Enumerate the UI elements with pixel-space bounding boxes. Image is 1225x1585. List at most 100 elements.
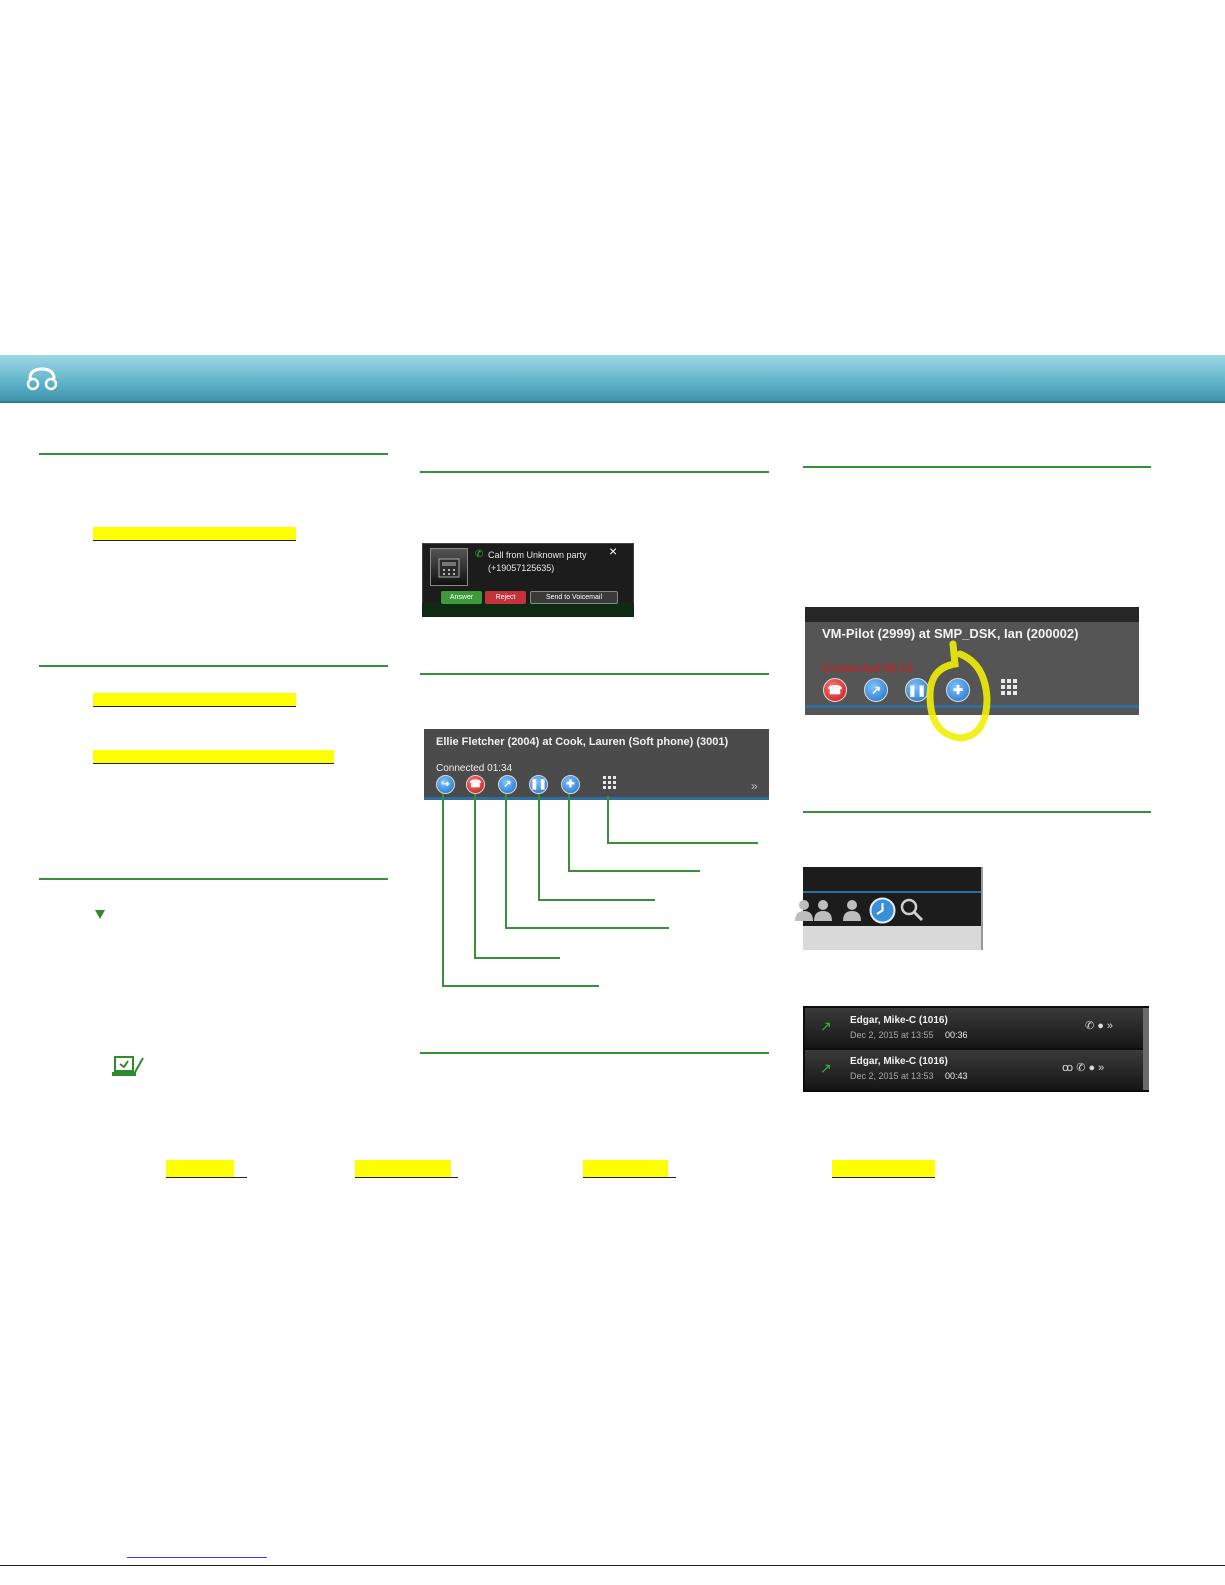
history-more-icon[interactable]: »	[1098, 1062, 1108, 1074]
transfer-button[interactable]: ↪	[436, 775, 455, 794]
section-rule	[39, 665, 388, 667]
section-rule	[803, 466, 1151, 468]
expand-triangle-icon[interactable]	[95, 910, 105, 919]
history-name: Edgar, Mike-C (1016)	[850, 1015, 948, 1026]
section-header-banner	[0, 355, 1225, 403]
highlighted-link[interactable]	[93, 750, 334, 764]
conference-button[interactable]: ✚	[561, 775, 580, 794]
history-duration: 00:43	[945, 1071, 968, 1081]
hold-icon: ❚❚	[907, 684, 927, 697]
callout-line	[474, 957, 560, 959]
clock-icon[interactable]	[869, 897, 896, 924]
dialpad-icon[interactable]	[603, 776, 616, 789]
callout-line	[568, 794, 570, 871]
answer-button[interactable]: Answer	[441, 591, 482, 604]
footer-link-highlight[interactable]	[355, 1160, 451, 1178]
section-rule	[420, 1052, 769, 1054]
transfer-icon: ↪	[441, 779, 450, 790]
footer-link-highlight[interactable]	[166, 1160, 234, 1178]
call-panel-bar	[424, 797, 769, 800]
voicemail-icon[interactable]: ꝏ	[1062, 1062, 1077, 1074]
call-panel-status: Connected 01:34	[436, 763, 513, 774]
annotation-circle-icon	[926, 640, 991, 742]
hold-icon: ❚❚	[530, 779, 547, 790]
hang-up-icon: ☎	[827, 683, 843, 697]
search-icon[interactable]	[899, 897, 925, 923]
consult-icon: ↗	[503, 779, 512, 790]
popup-close-icon[interactable]: ×	[609, 543, 618, 559]
footer-link-highlight[interactable]	[832, 1160, 935, 1178]
callout-line	[505, 794, 507, 928]
consult-icon: ↗	[870, 683, 882, 697]
callout-line	[538, 794, 540, 900]
toolbar-bottom	[803, 926, 981, 950]
page-bottom-rule	[0, 1565, 1225, 1566]
hold-button[interactable]: ❚❚	[905, 678, 929, 702]
hang-up-button[interactable]: ☎	[466, 775, 485, 794]
outgoing-call-icon: ↗	[820, 1060, 832, 1076]
toolbar-divider	[803, 891, 981, 893]
voicemail-icon	[26, 367, 58, 391]
vm-panel-bar	[805, 705, 1139, 708]
send-to-voicemail-button[interactable]: Send to Voicemail	[530, 591, 618, 604]
phone-icon[interactable]: ✆	[1085, 1020, 1098, 1032]
call-panel-title: Ellie Fletcher (2004) at Cook, Lauren (S…	[436, 736, 729, 748]
footer-link-underline	[668, 1177, 676, 1178]
history-date: Dec 2, 2015 at 13:53	[850, 1071, 934, 1081]
reject-button[interactable]: Reject	[485, 591, 526, 604]
popup-number: (+19057125635)	[488, 563, 555, 573]
section-rule	[39, 878, 388, 880]
history-actions: ꝏ✆●»	[1062, 1061, 1107, 1074]
history-more-icon[interactable]: »	[1106, 1020, 1116, 1032]
person-icon[interactable]	[795, 899, 813, 921]
hang-up-button[interactable]: ☎	[823, 678, 847, 702]
callout-line	[442, 985, 599, 987]
footer-link-underline[interactable]	[127, 1557, 267, 1558]
history-actions: ✆●»	[1085, 1019, 1116, 1032]
popup-caller: Call from Unknown party	[488, 550, 587, 560]
panel-more-icon[interactable]: »	[751, 779, 758, 793]
conference-icon: ✚	[952, 683, 964, 697]
footer-link-highlight[interactable]	[583, 1160, 668, 1178]
consult-button[interactable]: ↗	[498, 775, 517, 794]
callout-line	[568, 870, 700, 872]
footer-link-underline	[234, 1177, 247, 1178]
hang-up-icon: ☎	[469, 779, 482, 790]
section-rule	[39, 453, 388, 455]
popup-footer-strip	[422, 603, 634, 617]
vm-panel-top-strip	[805, 607, 1139, 622]
history-row[interactable]	[805, 1050, 1148, 1090]
hold-button[interactable]: ❚❚	[529, 775, 548, 794]
consult-button[interactable]: ↗	[864, 678, 888, 702]
history-scrollbar[interactable]	[1143, 1008, 1149, 1090]
person-icon[interactable]	[843, 899, 861, 921]
highlighted-link[interactable]	[93, 693, 296, 707]
phone-icon: ✆	[475, 549, 484, 560]
person-icon[interactable]	[814, 899, 832, 921]
footer-link-underline	[451, 1177, 458, 1178]
callout-line	[607, 842, 758, 844]
chat-icon[interactable]: ●	[1088, 1062, 1099, 1074]
history-row[interactable]	[805, 1008, 1148, 1048]
section-rule	[420, 673, 769, 675]
highlighted-link[interactable]	[93, 527, 296, 541]
section-rule	[420, 471, 769, 473]
vm-panel-title: VM-Pilot (2999) at SMP_DSK, Ian (200002)	[822, 626, 1079, 641]
callout-line	[505, 927, 669, 929]
callout-line	[538, 899, 655, 901]
vm-panel-status: Connected 00:12	[822, 661, 914, 675]
desk-phone-icon	[430, 548, 468, 586]
outgoing-call-icon: ↗	[820, 1018, 832, 1034]
history-duration: 00:36	[945, 1030, 968, 1040]
computer-check-icon	[112, 1056, 144, 1076]
callout-line	[442, 794, 444, 986]
phone-icon[interactable]: ✆	[1076, 1062, 1089, 1074]
conference-button[interactable]: ✚	[946, 678, 970, 702]
dialpad-icon[interactable]	[1001, 679, 1017, 695]
section-rule	[803, 811, 1151, 813]
history-name: Edgar, Mike-C (1016)	[850, 1056, 948, 1067]
conference-icon: ✚	[566, 779, 575, 790]
callout-line	[607, 796, 609, 843]
callout-line	[474, 794, 476, 958]
chat-icon[interactable]: ●	[1097, 1020, 1107, 1032]
